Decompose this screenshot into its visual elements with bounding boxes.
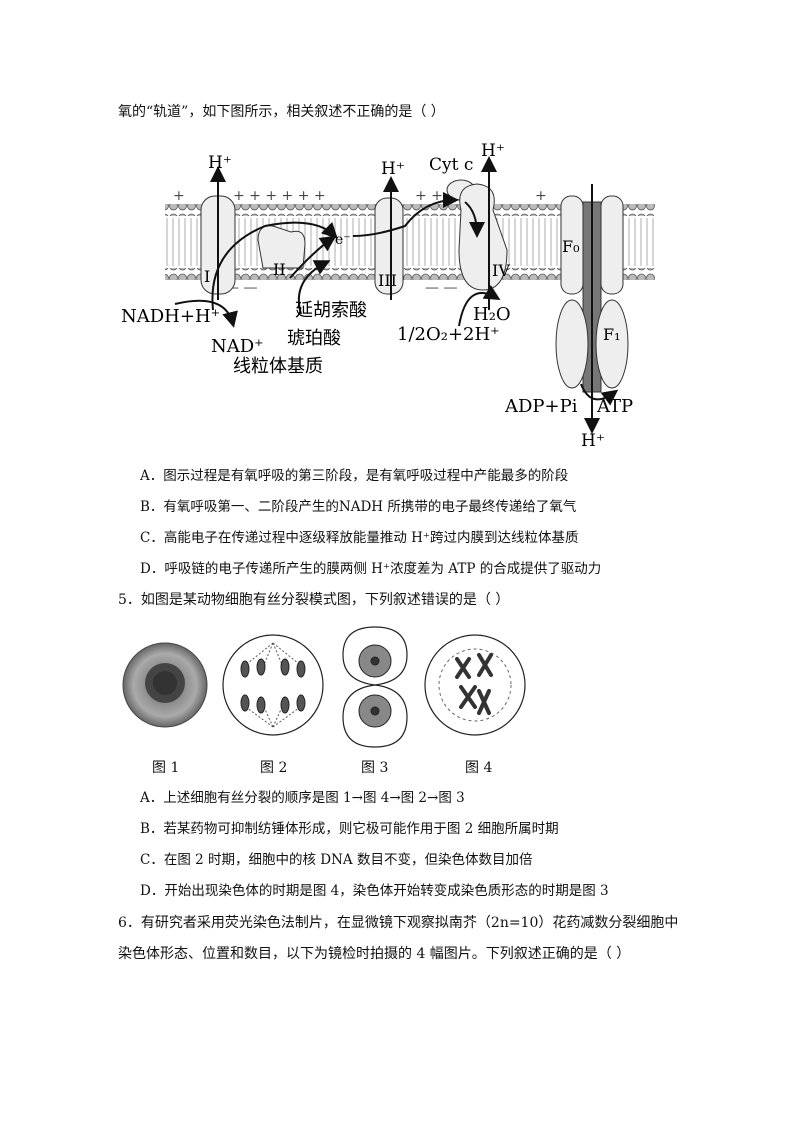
complex-iv-label: IV <box>492 261 510 280</box>
q4-option-a: A．图示过程是有氧呼吸的第三阶段，是有氧呼吸过程中产能最多的阶段 <box>140 468 569 484</box>
question-5-stem: 5．如图是某动物细胞有丝分裂模式图，下列叙述错误的是（ ） <box>118 592 510 608</box>
figure-4-cell <box>424 634 526 736</box>
svg-text:+: + <box>173 188 185 204</box>
figure-1-caption: 图 1 <box>152 760 180 776</box>
electron-transport-chain-diagram: + + + + + + + + + + + + — — — — I II III… <box>121 141 655 451</box>
h-plus-4: H⁺ <box>581 431 605 451</box>
figure-3-cell <box>342 626 408 748</box>
figure-2-caption: 图 2 <box>260 760 288 776</box>
complex-ii <box>257 225 306 269</box>
question-4-intro: 氧的“轨道”，如下图所示，相关叙述不正确的是（ ） <box>118 104 445 120</box>
svg-text:— —: — — <box>425 280 457 296</box>
h-plus-1: H⁺ <box>208 153 232 173</box>
q4-option-b: B．有氧呼吸第一、二阶段产生的NADH 所携带的电子最终传递给了氧气 <box>140 499 577 515</box>
svg-text:+: + <box>535 188 547 204</box>
figure-4-caption: 图 4 <box>465 760 493 776</box>
flow-arrows <box>174 156 619 434</box>
water-label: H₂O <box>473 304 511 325</box>
complex-ii-label: II <box>273 260 286 279</box>
nad-label: NAD⁺ <box>211 336 264 357</box>
question-6-line-2: 染色体形态、位置和数目，以下为镜检时拍摄的 4 幅图片。下列叙述正确的是（ ） <box>118 946 631 962</box>
atp-label: ATP <box>596 396 633 417</box>
f0-label: F₀ <box>562 237 580 256</box>
h-plus-3: H⁺ <box>481 141 505 161</box>
f1-label: F₁ <box>603 325 621 344</box>
inner-membrane: + + + + + + + + + + + + — — — — <box>165 188 655 296</box>
q4-option-d: D．呼吸链的电子传递所产生的膜两侧 H⁺浓度差为 ATP 的合成提供了驱动力 <box>140 561 602 577</box>
electron-label: e⁻ <box>335 232 351 248</box>
complex-i-label: I <box>204 267 210 286</box>
question-6-line-1: 6．有研究者采用荧光染色法制片，在显微镜下观察拟南芥（2n=10）花药减数分裂细… <box>118 915 679 931</box>
q5-option-a: A．上述细胞有丝分裂的顺序是图 1→图 4→图 2→图 3 <box>140 790 465 806</box>
mitosis-figures <box>122 626 526 748</box>
figure-3-caption: 图 3 <box>361 760 389 776</box>
oxygen-label: 1/2O₂+2H⁺ <box>397 324 500 345</box>
succinate-label: 琥珀酸 <box>287 328 341 349</box>
svg-text:+ + + + + +: + + + + + + <box>233 188 326 204</box>
q5-option-d: D．开始出现染色体的时期是图 4，染色体开始转变成染色质形态的时期是图 3 <box>140 883 609 899</box>
adp-label: ADP+Pi <box>504 396 578 417</box>
q4-option-c: C．高能电子在传递过程中逐级释放能量推动 H⁺跨过内膜到达线粒体基质 <box>140 530 579 546</box>
q5-option-b: B．若某药物可抑制纺锤体形成，则它极可能作用于图 2 细胞所属时期 <box>140 821 559 837</box>
figure-1-cell <box>122 642 208 728</box>
matrix-label: 线粒体基质 <box>233 356 323 377</box>
nadh-label: NADH+H⁺ <box>121 306 220 327</box>
figure-2-cell <box>222 634 324 736</box>
complex-iii-label: III <box>378 271 397 290</box>
fumarate-label: 延胡索酸 <box>295 300 367 321</box>
cytc-label: Cyt c <box>429 155 473 175</box>
atp-synthase <box>555 195 629 393</box>
complex-iii <box>374 197 404 295</box>
h-plus-2: H⁺ <box>381 159 405 179</box>
q5-option-c: C．在图 2 时期，细胞中的核 DNA 数目不变，但染色体数目加倍 <box>140 852 533 868</box>
